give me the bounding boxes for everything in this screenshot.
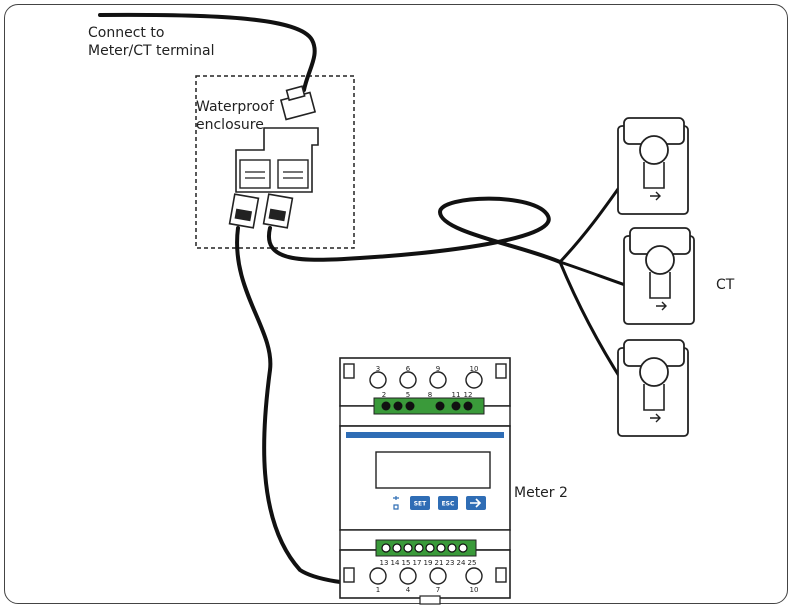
bottom-terminal-number: 4 [406, 586, 411, 594]
bottom-terminal-number: 1 [376, 586, 380, 594]
meter-esc-button[interactable] [438, 496, 458, 510]
meter-label: Meter 2 [514, 485, 568, 501]
top-terminal-number: 9 [436, 365, 440, 373]
meter-device: 3 6 9 10 2 5 8 11 12 13 14 15 17 19 21 2… [339, 357, 511, 605]
bottom-row-number: 23 [446, 559, 455, 567]
ct-label: CT [716, 277, 735, 293]
ct-clamp-1-icon [617, 117, 689, 215]
top-row-number: 12 [464, 391, 473, 399]
ct-clamp-3-icon [617, 339, 689, 437]
meter-set-button[interactable] [410, 496, 430, 510]
bottom-row-number: 24 [457, 559, 466, 567]
top-row-number: 2 [382, 391, 386, 399]
bottom-row-number: 17 [413, 559, 422, 567]
meter-din-clip [419, 595, 441, 605]
bottom-row-number: 15 [402, 559, 411, 567]
top-row-number: 11 [452, 391, 461, 399]
rj45-plug-icon [279, 85, 317, 121]
esc-button-label: ESC [442, 501, 455, 508]
top-terminal-number: 3 [376, 365, 380, 373]
top-row-number: 5 [406, 391, 410, 399]
connect-label-line1: Connect to [88, 25, 165, 41]
arrow-right-icon [470, 498, 482, 508]
bottom-row-number: 21 [435, 559, 444, 567]
enclosure-label-line1: Waterproof [196, 99, 274, 115]
bottom-screws [343, 567, 507, 585]
top-screws [343, 363, 507, 389]
ct-cable [266, 196, 562, 264]
top-row-number: 8 [428, 391, 432, 399]
bottom-terminal-number: 10 [470, 586, 479, 594]
top-terminal-number: 6 [406, 365, 411, 373]
pulse-led-icon [393, 496, 399, 510]
splitter-icon [235, 127, 319, 193]
enclosure-label-line2: enclosure [196, 117, 264, 133]
bottom-row-number: 13 [380, 559, 389, 567]
connect-label-line2: Meter/CT terminal [88, 43, 215, 59]
bottom-row-number: 19 [424, 559, 433, 567]
bottom-terminal-number: 7 [436, 586, 440, 594]
bottom-row-number: 25 [468, 559, 477, 567]
lower-plug-left-icon [228, 193, 260, 229]
lower-plug-right-icon [262, 193, 294, 229]
set-button-label: SET [414, 501, 427, 508]
ct-clamp-2-icon [623, 227, 695, 325]
main-cable [98, 12, 317, 92]
bottom-row-number: 14 [391, 559, 400, 567]
top-terminal-number: 10 [470, 365, 479, 373]
